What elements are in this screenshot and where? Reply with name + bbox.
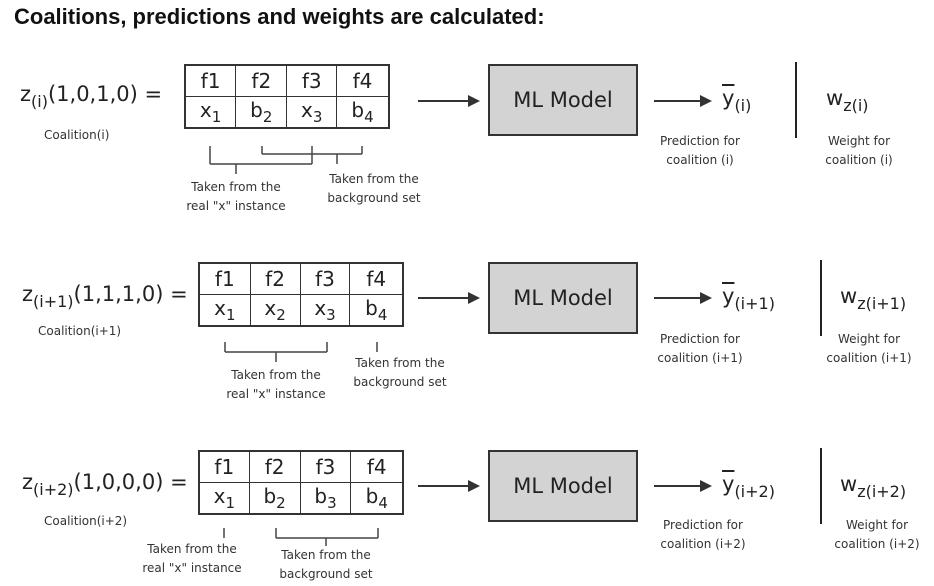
- feature-value-cell: b4: [349, 294, 404, 327]
- feature-value-row: x1 b2 b3 b4: [198, 482, 404, 515]
- feature-value-cell: x1: [184, 96, 237, 129]
- coalition-subscript: (i): [31, 92, 48, 111]
- feature-header-row: f1 f2 f3 f4: [198, 450, 404, 483]
- arrow-to-model: [418, 95, 480, 107]
- feature-value-cell: b2: [235, 96, 288, 129]
- feature-value-cell: b3: [299, 482, 352, 515]
- feature-header-f2: f2: [249, 262, 301, 295]
- diagram-title: Coalitions, predictions and weights are …: [14, 4, 545, 29]
- divider: [795, 62, 797, 138]
- coalition-expression: z(i)(1,0,1,0) =: [20, 82, 163, 111]
- ml-model-box: ML Model: [488, 262, 638, 334]
- coalition-vector: (1,0,1,0) =: [47, 82, 163, 106]
- divider: [820, 448, 822, 524]
- source-brackets: [223, 528, 379, 546]
- ml-model-box: ML Model: [488, 64, 638, 136]
- feature-value-cell: x2: [249, 294, 301, 327]
- arrow-to-prediction: [654, 480, 712, 492]
- feature-value-cell: x1: [198, 294, 251, 327]
- weight-value: wz(i+1): [840, 284, 907, 313]
- prediction-value: y(i+2): [722, 472, 775, 501]
- feature-header-row: f1 f2 f3 f4: [198, 262, 404, 295]
- arrow-to-model: [418, 292, 480, 304]
- divider: [820, 260, 822, 336]
- feature-value-row: x1 x2 x3 b4: [198, 294, 404, 327]
- ml-model-box: ML Model: [488, 450, 638, 522]
- coalition-subscript: (i+2): [33, 480, 74, 499]
- coalition-expression: z(i+1)(1,1,1,0) =: [22, 282, 188, 311]
- source-brackets: [224, 342, 378, 362]
- feature-table: f1 f2 f3 f4 x1 b2 x3 b4: [184, 64, 390, 129]
- source-brackets: [209, 146, 363, 174]
- feature-value-row: x1 b2 x3 b4: [184, 96, 390, 129]
- feature-value-cell: b2: [248, 482, 301, 515]
- coalition-row-i-plus-1: z(i+1)(1,1,1,0) = Coalition(i+1) f1 f2 f…: [0, 238, 934, 418]
- feature-value-cell: x1: [198, 482, 250, 515]
- feature-header-f2: f2: [248, 450, 301, 483]
- feature-value-cell: x3: [286, 96, 337, 129]
- feature-table: f1 f2 f3 f4 x1 x2 x3 b4: [198, 262, 404, 327]
- feature-header-row: f1 f2 f3 f4: [184, 64, 390, 97]
- weight-value: wz(i): [826, 86, 869, 115]
- feature-header-f4: f4: [335, 64, 390, 97]
- feature-value-cell: b4: [350, 482, 404, 515]
- arrow-to-prediction: [654, 292, 712, 304]
- coalition-expression: z(i+2)(1,0,0,0) =: [22, 470, 188, 499]
- feature-table: f1 f2 f3 f4 x1 b2 b3 b4: [198, 450, 404, 515]
- coalition-vector: (1,1,1,0) =: [73, 282, 188, 306]
- coalition-caption: Coalition(i): [44, 128, 110, 142]
- coalition-subscript: (i+1): [33, 292, 74, 311]
- feature-value-cell: x3: [299, 294, 351, 327]
- feature-value-cell: b4: [335, 96, 390, 129]
- feature-header-f1: f1: [198, 262, 251, 295]
- arrow-to-prediction: [654, 95, 712, 107]
- feature-header-f4: f4: [349, 262, 404, 295]
- prediction-value: y(i+1): [722, 284, 775, 313]
- feature-header-f4: f4: [350, 450, 404, 483]
- coalition-row-i-plus-2: z(i+2)(1,0,0,0) = Coalition(i+2) f1 f2 f…: [0, 406, 934, 586]
- feature-header-f3: f3: [286, 64, 337, 97]
- feature-header-f1: f1: [184, 64, 237, 97]
- weight-value: wz(i+2): [840, 472, 907, 501]
- coalition-row-i: z(i)(1,0,1,0) = Coalition(i) f1 f2 f3 f4…: [0, 40, 934, 220]
- feature-header-f3: f3: [299, 262, 351, 295]
- prediction-value: y(i): [722, 86, 752, 115]
- coalition-caption: Coalition(i+1): [38, 324, 122, 338]
- coalition-vector: (1,0,0,0) =: [73, 470, 188, 494]
- coalition-caption: Coalition(i+2): [44, 514, 128, 528]
- arrow-to-model: [418, 480, 480, 492]
